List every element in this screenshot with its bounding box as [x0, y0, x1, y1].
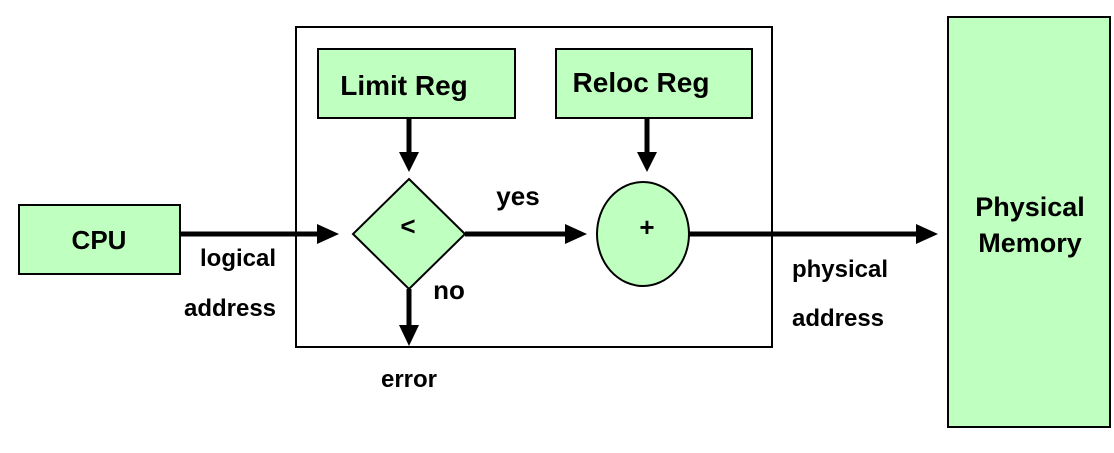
no-label: no [433, 275, 465, 305]
logical-address-label-line1: logical [200, 245, 276, 272]
arrowhead-compare-to-error [399, 325, 419, 346]
compare-symbol: < [400, 211, 415, 241]
physical-address-label-line2: address [792, 305, 884, 332]
cpu-box [18, 204, 181, 275]
cpu-label: CPU [72, 225, 127, 255]
reloc-reg-box [555, 48, 753, 119]
arrowhead-adder-to-memory [916, 224, 938, 244]
arrowhead-cpu-to-compare [317, 224, 339, 244]
arrowhead-compare-to-adder [565, 224, 587, 244]
adder-symbol: + [639, 212, 654, 242]
yes-label: yes [496, 181, 539, 211]
mmu-container-box [295, 26, 773, 348]
arrowhead-reloc-to-adder [637, 152, 657, 172]
physical-memory-label-line1: Physical [975, 192, 1085, 222]
limit-reg-label: Limit Reg [340, 70, 468, 101]
logical-address-label-line2: address [184, 295, 276, 322]
error-label: error [381, 366, 437, 393]
physical-address-label-line1: physical [792, 256, 888, 283]
limit-reg-box [317, 48, 516, 119]
physical-memory-box [947, 16, 1111, 428]
reloc-reg-label: Reloc Reg [573, 67, 710, 98]
arrowhead-limit-to-compare [399, 152, 419, 172]
physical-memory-label-line2: Memory [978, 228, 1082, 258]
